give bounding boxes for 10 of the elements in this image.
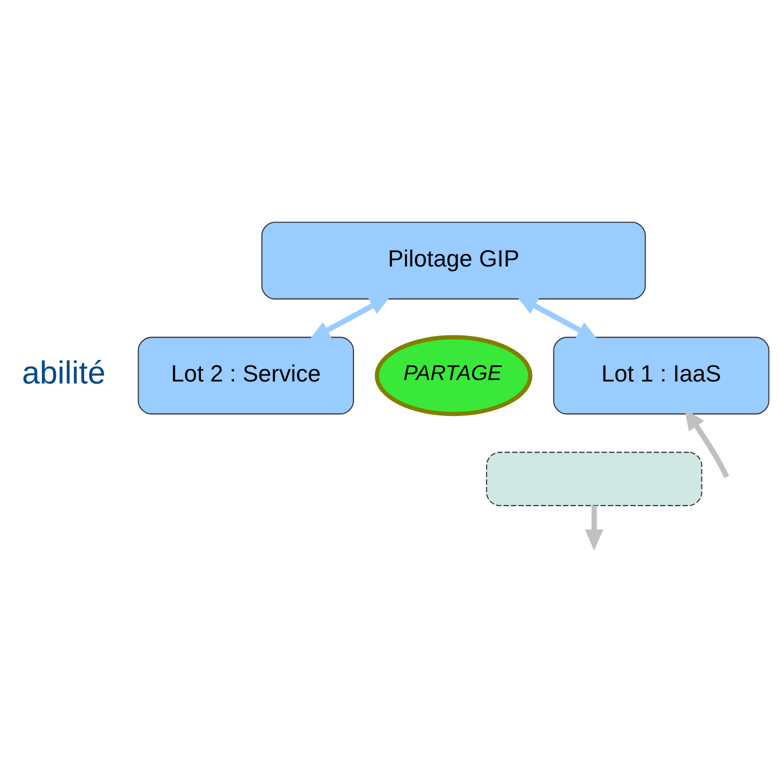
node-box (486, 451, 702, 506)
node-ellipse: PARTAGE (374, 334, 532, 416)
arrow (584, 505, 604, 550)
node-box: Lot 1 : IaaS (553, 336, 770, 414)
arrow (308, 295, 391, 340)
arrow (516, 295, 598, 340)
node-box: Pilotage GIP (261, 221, 646, 299)
label: abilité (22, 354, 106, 390)
arrow (684, 408, 730, 478)
node-box: Lot 2 : Service (138, 336, 354, 414)
